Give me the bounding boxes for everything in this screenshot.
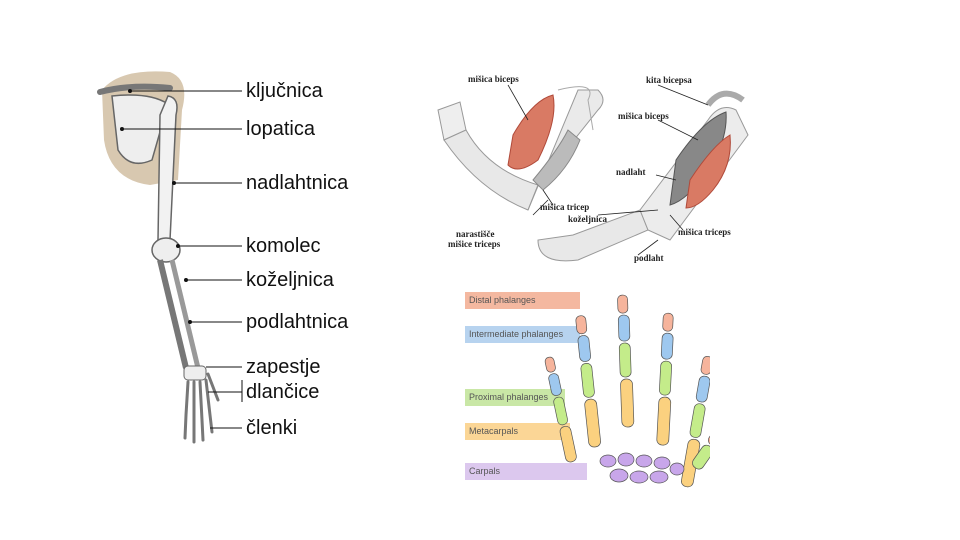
ulna-bone <box>169 259 201 369</box>
label-clavicle: ključnica <box>246 80 323 102</box>
muscle-illustration <box>437 84 749 262</box>
carpal-bone-3 <box>635 454 653 468</box>
metacarpal-middle <box>656 396 672 446</box>
biceps-muscle <box>507 94 555 170</box>
metacarpal-pinky <box>559 425 577 463</box>
distal-phalanx-pinky <box>544 356 556 373</box>
metacarpal-ring <box>620 378 635 428</box>
label-elbow: komolec <box>246 235 321 257</box>
hand-bones <box>183 372 220 444</box>
biceps-triceps-diagram: mišica biceps mišica tricep koželjnica n… <box>408 40 778 280</box>
proximal-phalanx-middle <box>659 360 673 396</box>
proximal-phalanx-index <box>689 403 706 438</box>
label-scapula: lopatica <box>246 118 315 140</box>
radius-bone <box>157 259 189 369</box>
legend-metacarpals: Metacarpals <box>465 423 570 440</box>
clavicle-bone <box>97 83 173 95</box>
label-triceps-insertion: mišice triceps <box>448 239 501 249</box>
distal-phalanx-little <box>575 315 588 335</box>
arm-skeleton-diagram: ključnica lopatica nadlahtnica komolec k… <box>90 70 390 450</box>
label-forearm-right: podlaht <box>634 253 664 263</box>
label-radius: koželjnica <box>246 269 334 291</box>
label-wrist: zapestje <box>246 356 321 378</box>
label-forearm: podlahtnica <box>246 311 349 333</box>
triceps-muscle <box>532 129 581 191</box>
arm-skeleton-illustration <box>97 71 243 444</box>
label-humerus: nadlahtnica <box>246 172 349 194</box>
metacarpal-little <box>584 398 601 448</box>
carpal-bone-4 <box>653 456 671 470</box>
label-upper-arm: nadlaht <box>616 167 646 177</box>
label-biceps-right: mišica biceps <box>618 111 669 121</box>
hand-bones-illustration <box>544 294 710 488</box>
label-phalanges: členki <box>246 417 298 439</box>
label-metacarpals: dlančice <box>246 381 320 403</box>
label-biceps-tendon: kita bicepsa <box>646 75 692 85</box>
carpal-bone-2 <box>617 452 635 467</box>
carpal-bone-1 <box>599 454 617 468</box>
distal-phalanx-index <box>700 356 710 375</box>
distal-phalanx-middle <box>662 312 674 332</box>
carpal-bone-8 <box>669 462 685 476</box>
proximal-phalanx-little <box>580 363 595 398</box>
legend-carpals: Carpals <box>465 463 587 480</box>
wrist-bones <box>183 365 207 381</box>
intermediate-phalanx-pinky <box>548 373 562 396</box>
leader-lines <box>122 90 243 429</box>
distal-phalanx-ring <box>617 294 629 314</box>
legend-distal: Distal phalanges <box>465 292 580 309</box>
carpal-bone-7 <box>649 470 669 484</box>
intermediate-phalanx-index <box>695 375 710 403</box>
label-biceps-left: mišica biceps <box>468 74 519 84</box>
intermediate-phalanx-little <box>577 335 591 362</box>
elbow-joint <box>151 237 181 263</box>
carpal-bone-5 <box>609 468 629 483</box>
triceps-muscle-right <box>685 134 731 209</box>
extended-arm-figure <box>537 90 749 262</box>
label-triceps-right: mišica triceps <box>678 227 731 237</box>
legend-proximal: Proximal phalanges <box>465 389 565 406</box>
leader-dots <box>120 89 192 324</box>
proximal-phalanx-thumb <box>692 444 710 470</box>
legend-intermediate: Intermediate phalanges <box>465 326 580 343</box>
muscle-leader-lines <box>507 84 709 256</box>
intermediate-phalanx-ring <box>617 314 631 342</box>
intermediate-phalanx-middle <box>660 332 674 360</box>
proximal-phalanx-pinky <box>553 396 568 426</box>
label-radius-left: koželjnica <box>568 214 607 224</box>
carpal-bone-6 <box>629 470 649 484</box>
proximal-phalanx-ring <box>618 342 632 378</box>
hand-bones-diagram: Distal phalanges Intermediate phalanges … <box>460 285 710 495</box>
flexed-arm-figure <box>437 86 604 211</box>
label-insertion: narastišče <box>456 229 495 239</box>
label-triceps-left: mišica tricep <box>540 202 590 212</box>
distal-phalanx-thumb <box>707 428 710 447</box>
